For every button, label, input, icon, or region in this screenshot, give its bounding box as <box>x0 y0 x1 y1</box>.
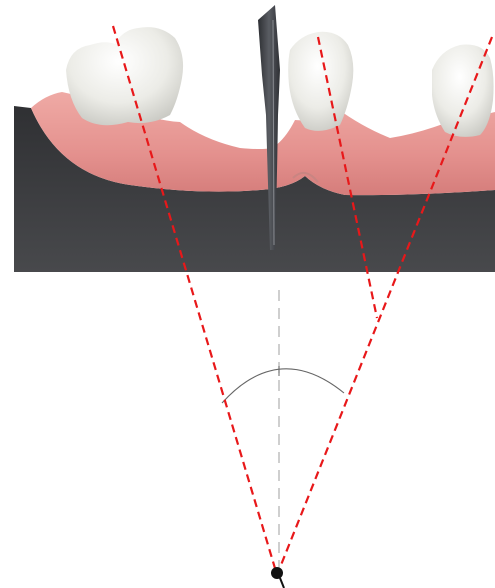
convergence-tail <box>280 578 284 588</box>
right-premolar-tooth <box>288 32 353 131</box>
far-right-tooth <box>432 45 494 137</box>
jaw-model <box>14 27 495 272</box>
convergence-point <box>271 567 283 579</box>
left-guide-line <box>113 26 277 575</box>
left-guide-line-segment <box>113 26 277 575</box>
angle-arc <box>222 369 344 403</box>
left-molar-tooth <box>66 27 183 125</box>
